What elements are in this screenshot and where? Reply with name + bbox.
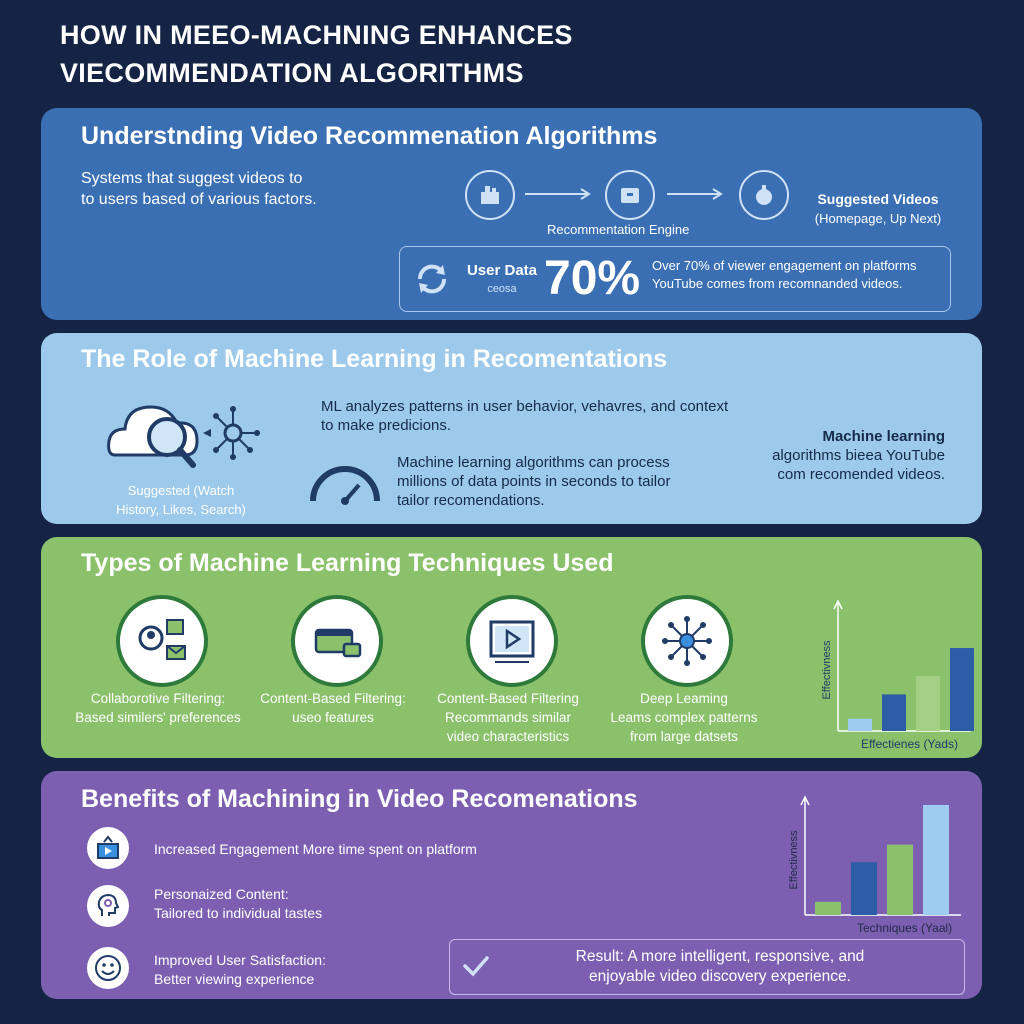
section-title: Benefits of Machining in Video Recomenat…	[81, 785, 638, 813]
benefit-text: Improved User Satisfaction: Better viewi…	[154, 952, 326, 987]
arrow-right-icon	[525, 188, 591, 200]
result-box: Result: A more intelligent, responsive, …	[449, 939, 965, 995]
section-understanding: Understnding Video Recommenation Algorit…	[41, 108, 982, 320]
ml-description: ML analyzes patterns in user behavior, v…	[321, 398, 729, 434]
stat-description: Over 70% of viewer engagement on platfor…	[652, 258, 917, 291]
benefit-text: Increased Engagement More time spent on …	[154, 841, 477, 857]
page-title: HOW IN MEEO-MACHNING ENHANCES VIECOMMEND…	[60, 20, 573, 88]
data-caption: Suggested (Watch History, Likes, Search)	[116, 483, 246, 517]
engine-label: Recommentation Engine	[547, 222, 690, 237]
refresh-icon	[417, 264, 447, 294]
chart-bar	[950, 648, 974, 731]
user-data-icon	[465, 170, 515, 220]
result-text: Result: A more intelligent, responsive, …	[575, 948, 865, 985]
cloud-search-icon	[107, 405, 260, 468]
benefit-text: Personaized Content: Tailored to individ…	[154, 886, 323, 921]
personalized-head-icon	[87, 885, 129, 927]
y-axis-arrow	[800, 795, 810, 806]
user-data-label: User Data ceosa	[466, 262, 538, 295]
checkmark-icon	[463, 956, 489, 977]
technique-label: Collaborotive Filtering: Based similers'…	[75, 691, 241, 725]
engine-box-icon	[605, 170, 655, 220]
y-axis-arrow	[833, 599, 843, 610]
chart-bar	[848, 718, 872, 731]
section-benefits: Benefits of Machining in Video Recomenat…	[41, 771, 982, 999]
y-axis-label: Effectivness	[788, 830, 800, 890]
techniques-chart: Techniques (Yaal) Effectivness	[788, 795, 961, 935]
arrow-right-icon	[667, 188, 723, 200]
chart-bar	[815, 901, 841, 915]
content-card-icon	[291, 595, 383, 687]
chart-bar	[887, 844, 913, 915]
video-player-icon	[466, 595, 558, 687]
chart-bar	[923, 805, 949, 915]
ml-side-note: Machine learning algorithms bieea YouTub…	[772, 428, 945, 483]
section-title: Understnding Video Recommenation Algorit…	[81, 122, 658, 150]
x-axis-label: Techniques (Yaal)	[857, 921, 952, 935]
engagement-icon	[87, 827, 129, 869]
section-ml-techniques: Types of Machine Learning Techniques Use…	[41, 537, 982, 758]
section-title: Types of Machine Learning Techniques Use…	[81, 549, 614, 577]
technique-label: Content-Based Filtering: useo features	[260, 691, 406, 725]
neural-network-icon	[641, 595, 733, 687]
effectiveness-chart: Effectienes (Yads) Effectivness	[821, 599, 974, 751]
section-title: The Role of Machine Learning in Recoment…	[81, 345, 668, 373]
chart-bar	[851, 862, 877, 915]
y-axis-label: Effectivness	[821, 640, 833, 700]
collaborative-filtering-icon	[116, 595, 208, 687]
technique-label: Deep Leaming Leams complex patterns from…	[610, 691, 758, 744]
chart-bar	[882, 694, 906, 731]
speedometer-icon	[310, 466, 380, 505]
x-axis-label: Effectienes (Yads)	[861, 737, 958, 751]
smiley-icon	[87, 947, 129, 989]
technique-label: Content-Based Filtering Recommands simil…	[437, 691, 579, 744]
suggested-icon	[739, 170, 789, 220]
stat-box: User Data ceosa 70% Over 70% of viewer e…	[399, 246, 951, 312]
section-description: Systems that suggest videos to to users …	[81, 170, 317, 208]
speed-description: Machine learning algorithms can process …	[397, 454, 671, 509]
chart-bar	[916, 676, 940, 731]
section-ml-role: The Role of Machine Learning in Recoment…	[41, 333, 982, 524]
stat-value: 70%	[544, 252, 641, 305]
suggested-videos-label: Suggested Videos (Homepage, Up Next)	[814, 191, 942, 226]
